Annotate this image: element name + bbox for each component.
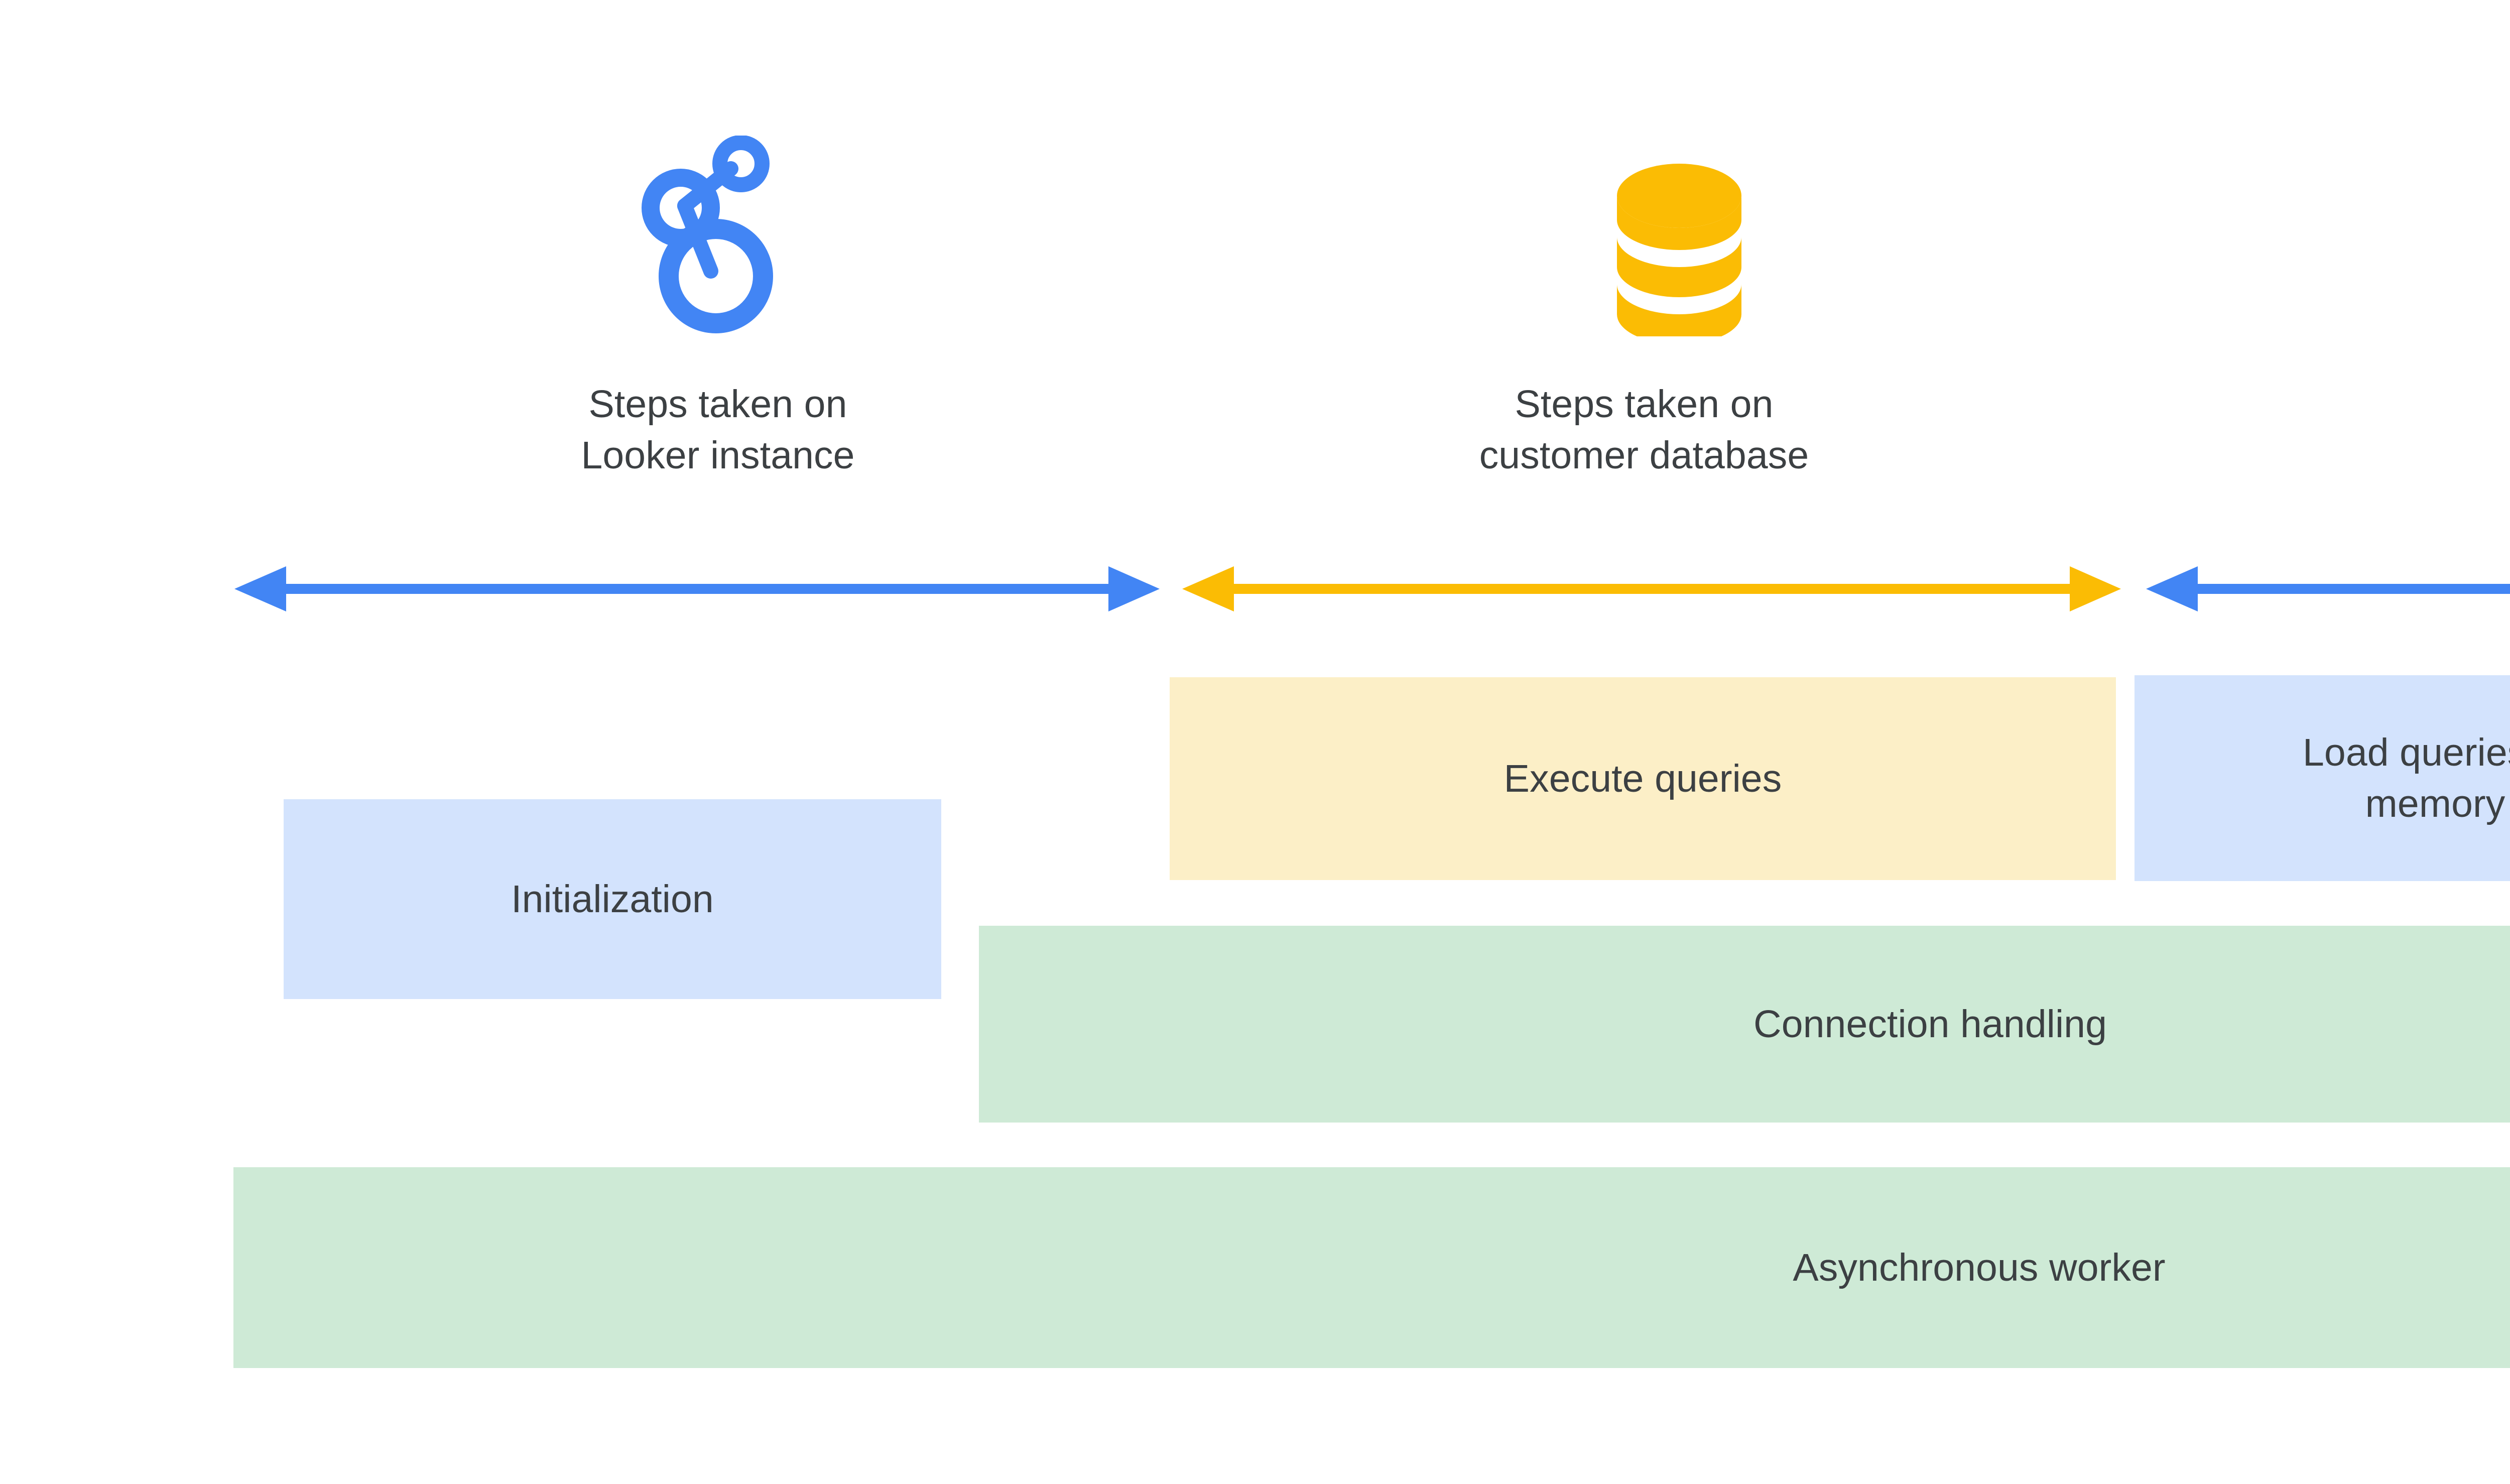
- database-icon: [1574, 136, 1785, 336]
- segment-caption-middle: Steps taken on customer database: [1479, 383, 1809, 477]
- segment-caption-left: Steps taken on Looker instance: [581, 383, 855, 477]
- phase-box-load-queries-in-memory: Load queries in memory: [2135, 675, 2510, 881]
- looker-logo-icon: [612, 136, 823, 336]
- arrow-right-blue: [2146, 566, 2510, 611]
- segment-arrows: [0, 562, 2510, 623]
- arrow-middle-yellow: [1182, 566, 2121, 611]
- phase-box-connection-handling: Connection handling: [979, 926, 2510, 1123]
- phase-box-asynchronous-worker: Asynchronous worker: [233, 1167, 2510, 1368]
- phase-box-initialization: Initialization: [284, 799, 941, 999]
- phase-box-execute-queries: Execute queries: [1170, 677, 2116, 880]
- arrow-left-blue: [234, 566, 1160, 611]
